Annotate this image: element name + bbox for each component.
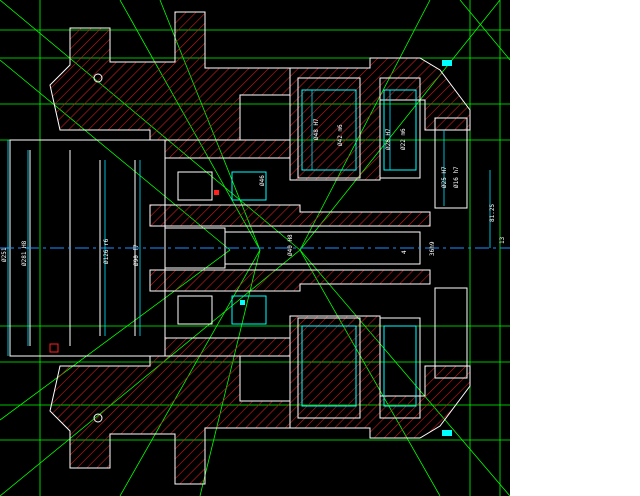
dim-right-side-1: 81.25 [489,204,496,222]
dim-shaft-1: Ø90 f7 [133,244,140,266]
gearbox-cross-section-drawing: Ø251 Ø281 H8 Ø126 r6 Ø90 f7 Ø40 H8 Ø48 H… [0,0,510,496]
dimension-labels: Ø251 Ø281 H8 Ø126 r6 Ø90 f7 Ø40 H8 Ø48 H… [1,118,506,266]
dim-right-stack-lower: Ø22 m6 [400,128,407,150]
dimension-lines [7,90,491,356]
dim-bore-dia: Ø281 H8 [21,240,28,266]
dim-shaft-2: Ø40 H8 [287,234,294,256]
dim-mid-dia: Ø126 r6 [103,238,110,264]
dim-shaft-3: Ø46 [259,175,266,186]
dim-outer-dia: Ø251 [1,247,8,262]
dim-center-offset: 4 [401,250,408,254]
dim-small-stack-lower: Ø16 h7 [453,166,460,188]
dim-right-side-2: 13 [499,236,506,244]
dim-mid-stack-lower: Ø42 m6 [337,124,344,146]
bearing-blocks [177,77,468,419]
dim-right-stack-upper: Ø28 H7 [385,128,392,150]
dim-mid-stack-upper: Ø48 H7 [313,118,320,140]
dim-center-label: 36h9 [429,241,436,256]
dim-small-stack-upper: Ø25 H7 [441,166,448,188]
cad-viewport[interactable]: Ø251 Ø281 H8 Ø126 r6 Ø90 f7 Ø40 H8 Ø48 H… [0,0,510,496]
reference-markers [49,60,452,436]
